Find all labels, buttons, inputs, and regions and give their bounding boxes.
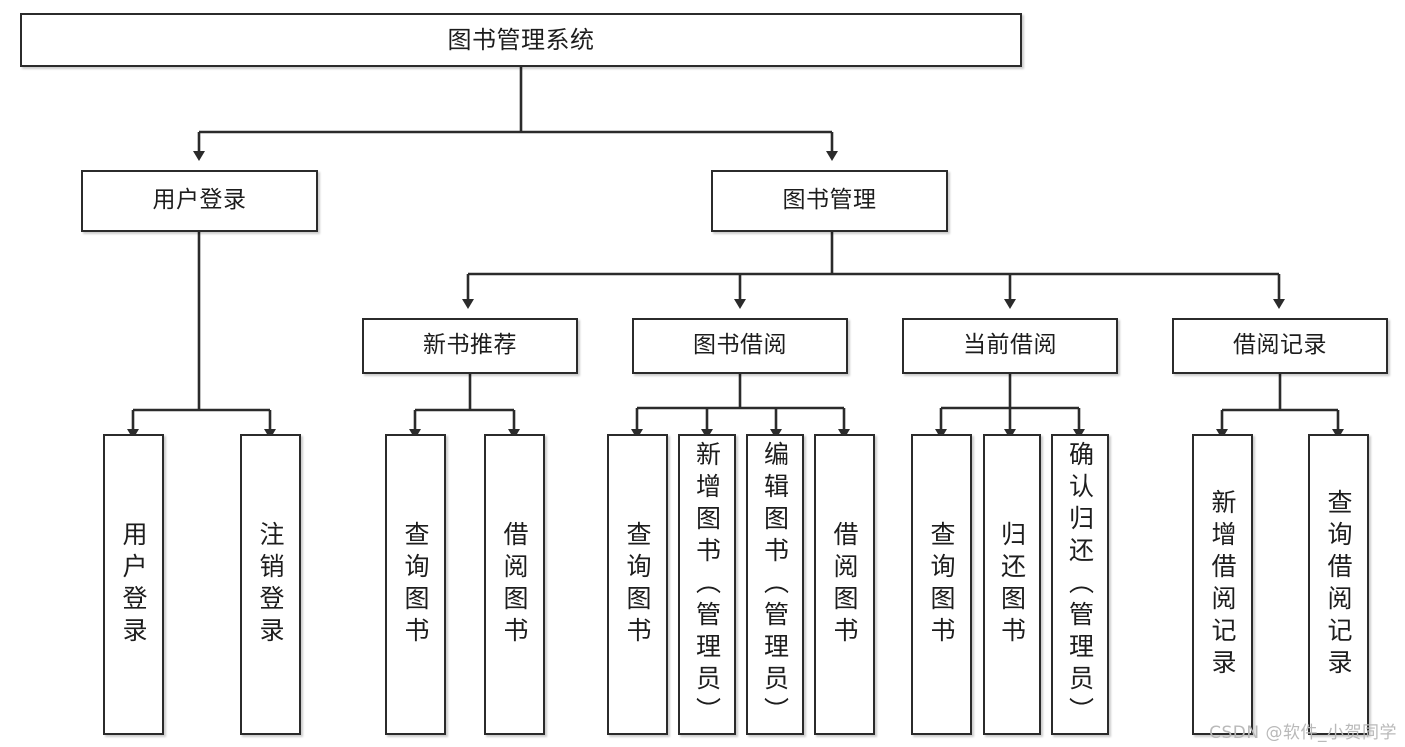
node-label: 新增图书（管理员） [692,440,722,729]
node-label: 查询图书 [623,520,652,649]
node-label: 查询借阅记录 [1324,488,1353,681]
node-label: 图书管理 [782,187,877,214]
node-leaf-borrow-book[interactable]: 借阅图书 [814,434,875,735]
node-leaf-add-book-admin[interactable]: 新增图书（管理员） [678,434,736,735]
node-book-management[interactable]: 图书管理 [711,170,948,232]
node-leaf-query-book-current[interactable]: 查询图书 [911,434,972,735]
node-leaf-logout[interactable]: 注销登录 [240,434,301,735]
node-current-borrow[interactable]: 当前借阅 [902,318,1118,374]
node-leaf-borrow-book-recommend[interactable]: 借阅图书 [484,434,545,735]
node-leaf-query-book-borrow[interactable]: 查询图书 [607,434,668,735]
node-label: 编辑图书（管理员） [760,440,790,729]
node-leaf-query-book-recommend[interactable]: 查询图书 [385,434,446,735]
node-leaf-query-borrow-record[interactable]: 查询借阅记录 [1308,434,1369,735]
node-label: 新增借阅记录 [1208,488,1237,681]
node-leaf-return-book[interactable]: 归还图书 [983,434,1041,735]
node-new-book-recommend[interactable]: 新书推荐 [362,318,578,374]
node-leaf-user-login[interactable]: 用户登录 [103,434,164,735]
node-label: 图书借阅 [693,332,787,359]
node-label: 确认归还（管理员） [1065,440,1095,729]
node-label: 借阅图书 [500,520,529,649]
node-label: 借阅图书 [830,520,859,649]
node-leaf-edit-book-admin[interactable]: 编辑图书（管理员） [746,434,804,735]
node-label: 当前借阅 [963,332,1057,359]
node-label: 查询图书 [401,520,430,649]
node-label: 归还图书 [997,520,1027,649]
node-leaf-add-borrow-record[interactable]: 新增借阅记录 [1192,434,1253,735]
node-label: 用户登录 [152,187,247,214]
node-borrow-record[interactable]: 借阅记录 [1172,318,1388,374]
node-leaf-confirm-return-admin[interactable]: 确认归还（管理员） [1051,434,1109,735]
node-root-book-management-system[interactable]: 图书管理系统 [20,13,1022,67]
node-label: 新书推荐 [423,332,517,359]
node-book-borrow[interactable]: 图书借阅 [632,318,848,374]
node-label: 注销登录 [256,520,285,649]
node-label: 用户登录 [119,520,148,649]
node-label: 查询图书 [927,520,956,649]
node-label: 图书管理系统 [447,25,595,54]
csdn-watermark: CSDN @软件_小贺同学 [1209,723,1397,743]
node-user-login[interactable]: 用户登录 [81,170,318,232]
node-label: 借阅记录 [1233,332,1327,359]
